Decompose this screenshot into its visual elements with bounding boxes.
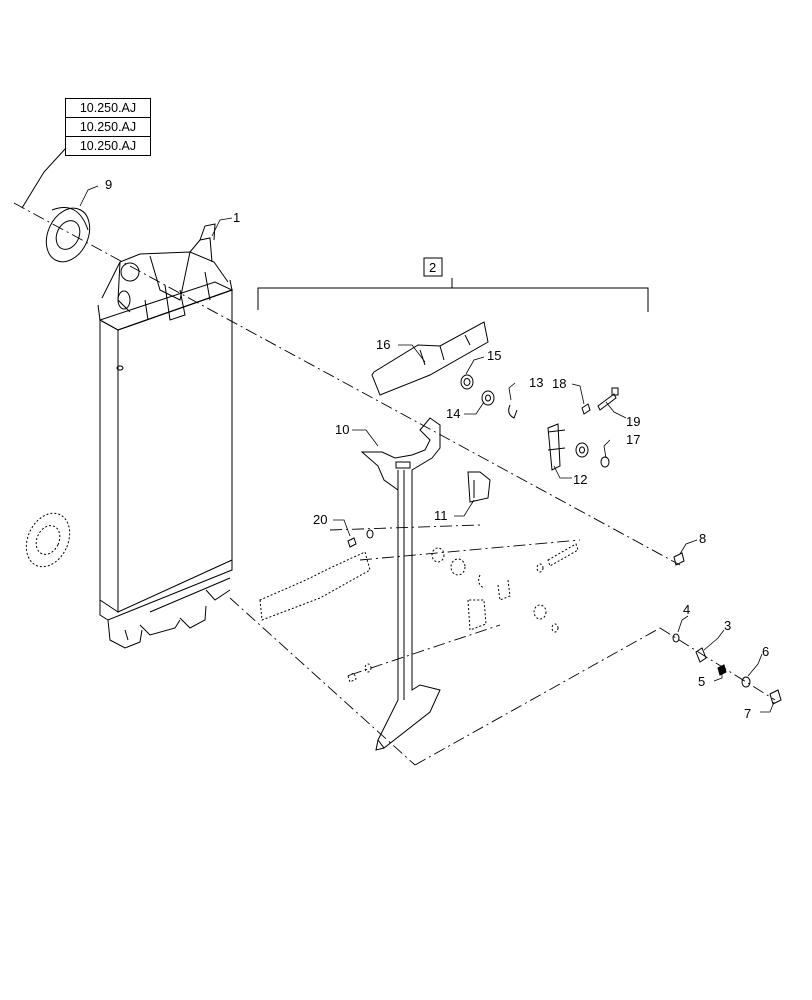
callout-5[interactable]: 5 [698, 674, 705, 689]
callout-15[interactable]: 15 [487, 348, 501, 363]
reference-link[interactable]: 10.250.AJ [66, 99, 150, 118]
seal-ring-lower [25, 512, 71, 568]
callout-14[interactable]: 14 [446, 406, 460, 421]
hardware-part-4[interactable] [672, 633, 680, 643]
callout-11[interactable]: 11 [434, 508, 448, 523]
callout-20[interactable]: 20 [313, 512, 327, 527]
kit-bracket-part-2 [257, 278, 649, 312]
callout-13[interactable]: 13 [529, 375, 543, 390]
callout-1[interactable]: 1 [233, 210, 240, 225]
bushing-part-15[interactable] [460, 374, 474, 390]
nut-part-20[interactable] [347, 537, 357, 548]
reference-link[interactable]: 10.250.AJ [79, 139, 137, 153]
kit-label-box [423, 257, 443, 277]
washer-part-14[interactable] [481, 390, 495, 406]
clip-part-13[interactable] [508, 404, 518, 419]
callout-12[interactable]: 12 [573, 472, 587, 487]
callout-6[interactable]: 6 [762, 644, 769, 659]
support-bracket-part-10[interactable] [360, 417, 441, 751]
callout-3[interactable]: 3 [724, 618, 731, 633]
bolt-part-7[interactable] [769, 689, 782, 705]
callout-leaders [79, 185, 775, 713]
callout-17[interactable]: 17 [626, 432, 640, 447]
callout-10[interactable]: 10 [335, 422, 349, 437]
small-bracket-part-11[interactable] [467, 471, 491, 503]
lower-hardware [431, 543, 579, 633]
callout-7[interactable]: 7 [744, 706, 751, 721]
bolt-part-8[interactable] [673, 552, 685, 566]
bracket-part-12[interactable] [547, 423, 566, 471]
washer-part-6[interactable] [741, 676, 751, 688]
seal-ring-part-9[interactable] [38, 201, 98, 269]
nut-part-18[interactable] [581, 403, 591, 415]
callout-18[interactable]: 18 [552, 376, 566, 391]
callout-19[interactable]: 19 [626, 414, 640, 429]
reference-leader-line [21, 147, 67, 209]
reference-table: 10.250.AJ 10.250.AJ 10.250.AJ [65, 98, 151, 156]
o-ring-part-17[interactable] [600, 456, 610, 468]
lower-bracket [259, 551, 371, 621]
upper-bracket-part-16[interactable] [371, 321, 489, 396]
callout-16[interactable]: 16 [376, 337, 390, 352]
washer-left-lower [364, 663, 372, 673]
callout-labels: 1 2 3 4 5 6 7 8 9 10 11 12 13 14 15 16 1… [105, 177, 769, 721]
callout-9[interactable]: 9 [105, 177, 112, 192]
nut-lower [347, 672, 357, 683]
callout-4[interactable]: 4 [683, 602, 690, 617]
reference-link[interactable]: 10.250.AJ [66, 118, 150, 137]
spacer-part-3[interactable] [695, 647, 707, 663]
charge-air-cooler-part-1[interactable] [97, 223, 234, 649]
assembly-centerlines [13, 202, 776, 766]
washer-part-16b [575, 442, 589, 458]
washer-left [366, 529, 374, 539]
callout-8[interactable]: 8 [699, 531, 706, 546]
callout-2[interactable]: 2 [429, 260, 436, 275]
bolt-part-19[interactable] [597, 387, 619, 411]
